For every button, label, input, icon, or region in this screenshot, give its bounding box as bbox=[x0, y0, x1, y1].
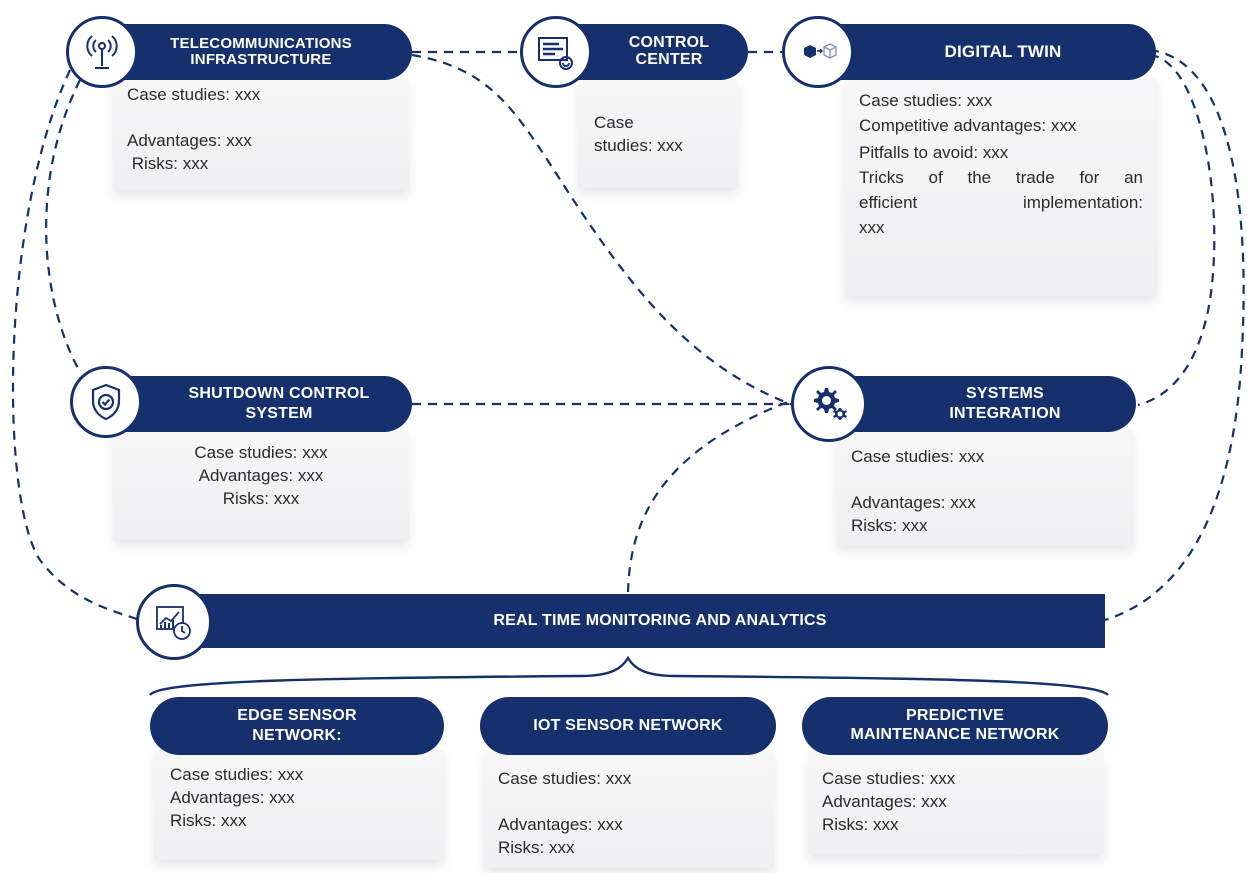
systems-title-line2: INTEGRATION bbox=[949, 404, 1061, 422]
twin-title-text: DIGITAL TWIN bbox=[944, 42, 1062, 62]
predictive-card: Case studies: xxx Advantages: xxx Risks:… bbox=[808, 752, 1104, 854]
predictive-case-studies: Case studies: xxx bbox=[822, 769, 956, 788]
shutdown-title-line1: SHUTDOWN CONTROL bbox=[188, 384, 370, 402]
iot-card: Case studies: xxx Advantages: xxx Risks:… bbox=[484, 752, 774, 868]
systems-spacer bbox=[851, 469, 984, 492]
link-twin-systems bbox=[1137, 53, 1216, 407]
shutdown-risks: Risks: xxx bbox=[222, 488, 300, 508]
edge-card: Case studies: xxx Advantages: xxx Risks:… bbox=[154, 750, 444, 860]
twin-tricks: Tricks of the trade for an bbox=[859, 167, 1143, 187]
control-title-line2: CENTER bbox=[635, 51, 703, 68]
realtime-title-text: REAL TIME MONITORING AND ANALYTICS bbox=[493, 611, 827, 629]
systems-card: Case studies: xxx Advantages: xxx Risks:… bbox=[837, 430, 1133, 546]
gears-icon bbox=[791, 366, 867, 442]
analytics-clock-icon bbox=[136, 584, 212, 660]
predictive-advantages: Advantages: xxx bbox=[822, 791, 947, 811]
link-realtime-systems bbox=[626, 398, 794, 593]
predictive-title: PREDICTIVE MAINTENANCE NETWORK bbox=[802, 697, 1108, 755]
shutdown-card: Case studies: xxx Advantages: xxx Risks:… bbox=[113, 430, 409, 540]
shutdown-title: SHUTDOWN CONTROL SYSTEM bbox=[110, 376, 412, 432]
twin-efficient: efficient implementation: bbox=[859, 192, 1143, 212]
edge-title-line2: NETWORK: bbox=[252, 726, 342, 744]
iot-advantages: Advantages: xxx bbox=[498, 814, 623, 834]
predictive-risks: Risks: xxx bbox=[822, 814, 899, 834]
telecom-title-line2: INFRASTRUCTURE bbox=[190, 51, 332, 68]
predictive-title-line2: MAINTENANCE NETWORK bbox=[850, 726, 1060, 743]
telecom-card: Case studies: xxx Advantages: xxx Risks:… bbox=[113, 78, 409, 190]
cube-twin-icon bbox=[782, 16, 854, 88]
telecom-advantages: Advantages: xxx bbox=[127, 130, 252, 150]
predictive-title-line1: PREDICTIVE bbox=[905, 707, 1004, 725]
grouping-brace bbox=[149, 655, 1109, 696]
iot-case-studies: Case studies: xxx bbox=[498, 769, 632, 788]
twin-case-studies: Case studies: xxx bbox=[859, 91, 993, 110]
twin-pitfalls: Pitfalls to avoid: xxx bbox=[859, 142, 1009, 162]
telecom-case-studies: Case studies: xxx bbox=[127, 85, 261, 104]
edge-case-studies: Case studies: xxx bbox=[170, 765, 304, 784]
telecom-title-line1: TELECOMMUNICATIONS bbox=[170, 35, 352, 53]
shutdown-advantages: Advantages: xxx bbox=[198, 465, 324, 485]
systems-title: SYSTEMS INTEGRATION bbox=[834, 376, 1136, 432]
control-card: Case studies: xxx bbox=[578, 78, 738, 188]
telecom-risks: Risks: xxx bbox=[127, 153, 209, 173]
telecom-spacer bbox=[127, 107, 260, 130]
iot-title-text: IOT SENSOR NETWORK bbox=[533, 716, 723, 734]
link-telecom-shutdown bbox=[45, 79, 81, 373]
telecom-title: TELECOMMUNICATIONS INFRASTRUCTURE bbox=[110, 24, 412, 80]
link-telecom-realtime bbox=[11, 69, 141, 622]
twin-competitive: Competitive advantages: xxx bbox=[859, 115, 1077, 135]
realtime-title: REAL TIME MONITORING AND ANALYTICS bbox=[175, 594, 1105, 648]
systems-title-line1: SYSTEMS bbox=[966, 384, 1044, 402]
shutdown-title-line2: SYSTEM bbox=[245, 404, 313, 422]
edge-advantages: Advantages: xxx bbox=[170, 787, 295, 807]
systems-advantages: Advantages: xxx bbox=[851, 492, 976, 512]
shield-check-icon bbox=[70, 366, 142, 438]
digital-twin-card: Case studies: xxx Competitive advantages… bbox=[845, 78, 1157, 296]
edge-title-line1: EDGE SENSOR bbox=[237, 706, 357, 724]
iot-title: IOT SENSOR NETWORK bbox=[480, 697, 776, 755]
control-panel-icon bbox=[520, 16, 592, 88]
control-title-line1: CONTROL bbox=[628, 34, 710, 52]
control-case-studies: studies: xxx bbox=[594, 135, 683, 155]
link-twin-realtime bbox=[1104, 48, 1245, 622]
shutdown-case-studies: Case studies: xxx bbox=[194, 443, 328, 462]
control-case: Case bbox=[594, 113, 634, 132]
digital-twin-title: DIGITAL TWIN bbox=[800, 24, 1156, 80]
edge-title: EDGE SENSOR NETWORK: bbox=[150, 697, 444, 755]
twin-xxx: xxx bbox=[859, 217, 885, 237]
edge-risks: Risks: xxx bbox=[170, 810, 247, 830]
systems-case-studies: Case studies: xxx bbox=[851, 447, 985, 466]
iot-spacer bbox=[498, 791, 631, 814]
antenna-icon bbox=[66, 16, 138, 88]
iot-risks: Risks: xxx bbox=[498, 837, 575, 857]
systems-risks: Risks: xxx bbox=[851, 515, 928, 535]
